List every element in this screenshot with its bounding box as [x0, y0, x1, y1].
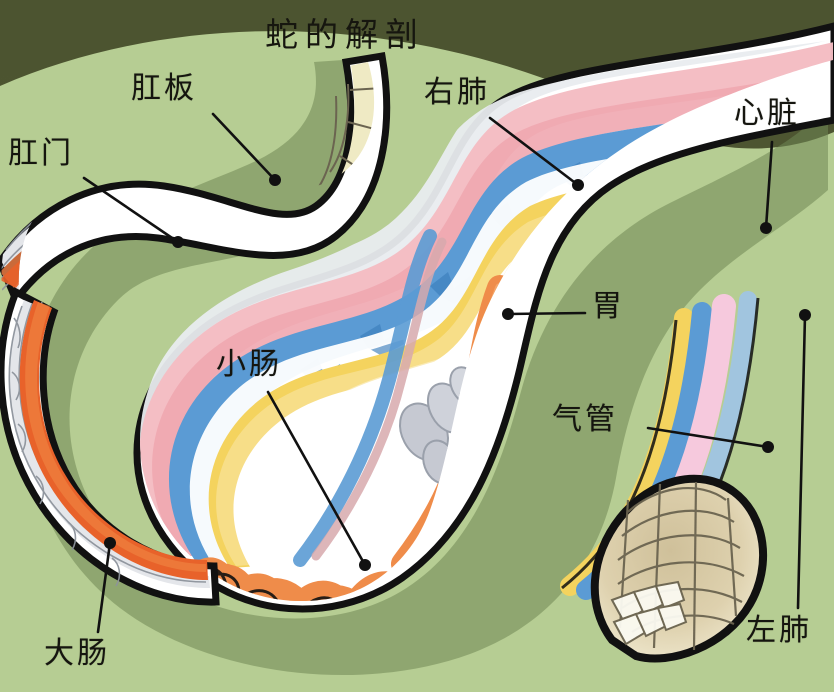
label-stomach: 胃 — [592, 289, 625, 324]
label-anal-plate: 肛板 — [131, 71, 197, 106]
dot-large-intestine — [104, 537, 116, 549]
dot-anus — [172, 236, 184, 248]
leader-lines — [82, 112, 807, 634]
leader-trachea — [646, 426, 770, 449]
dot-trachea — [762, 441, 774, 453]
dot-left-lung — [799, 309, 811, 321]
liver-lobes — [399, 366, 483, 485]
label-right-lung: 右肺 — [424, 75, 490, 110]
figure-title: 蛇的解剖 — [265, 15, 425, 54]
label-heart: 心脏 — [734, 96, 800, 131]
leader-small-intestine — [266, 390, 367, 567]
label-left-lung: 左肺 — [746, 613, 812, 648]
dot-right-lung — [572, 179, 584, 191]
label-small-intestine: 小肠 — [216, 347, 282, 382]
dot-small-intestine — [359, 559, 371, 571]
snake-tail-group — [0, 51, 391, 308]
dot-anal-plate — [269, 174, 281, 186]
label-large-intestine: 大肠 — [44, 636, 110, 671]
leader-heart — [764, 140, 774, 230]
snake-head — [590, 474, 768, 663]
leader-large-intestine — [96, 541, 112, 634]
leader-anal-plate — [211, 112, 277, 182]
tail-outline — [0, 51, 391, 308]
leader-anus — [82, 176, 180, 244]
leader-right-lung — [488, 116, 580, 187]
leader-dots — [104, 174, 811, 571]
leader-left-lung — [796, 313, 807, 610]
label-anus: 肛门 — [8, 136, 74, 171]
label-trachea: 气管 — [552, 402, 618, 437]
leader-stomach — [506, 311, 587, 316]
dot-heart — [760, 222, 772, 234]
dot-stomach — [502, 308, 514, 320]
